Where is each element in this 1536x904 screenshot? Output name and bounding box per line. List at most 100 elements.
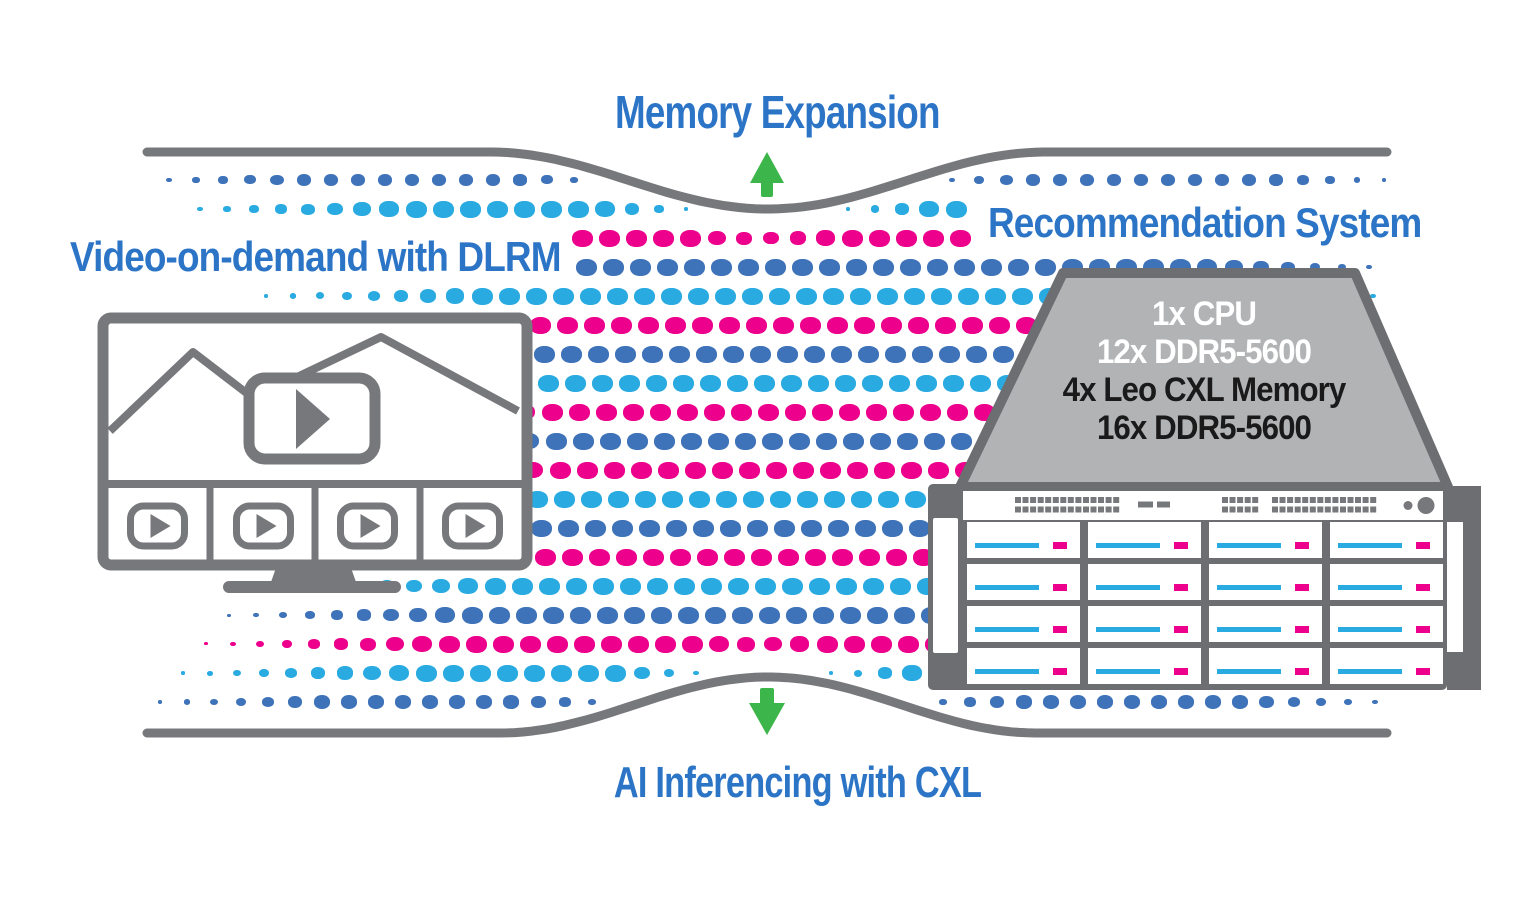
- card-cyan-bar: [1096, 669, 1160, 674]
- flow-dot: [310, 667, 326, 679]
- flow-dot: [1297, 175, 1309, 185]
- flow-dot: [1259, 695, 1275, 709]
- flow-dot: [754, 577, 776, 595]
- flow-dot: [919, 201, 939, 217]
- flow-dot: [700, 577, 722, 595]
- flow-dot: [576, 461, 598, 479]
- flow-dot: [823, 490, 845, 508]
- flow-dot: [471, 287, 493, 305]
- flow-dot: [885, 548, 907, 566]
- flow-dot: [714, 287, 736, 305]
- flow-dot: [1281, 261, 1295, 273]
- flow-dot: [629, 258, 651, 276]
- flow-dot: [377, 174, 393, 186]
- flow-dot: [1241, 174, 1257, 186]
- port-square: [1052, 506, 1059, 513]
- flow-dot: [730, 403, 752, 421]
- flow-dot: [180, 671, 186, 675]
- flow-dot: [623, 606, 645, 624]
- card-magenta-chip: [1174, 626, 1188, 633]
- flow-dot: [634, 490, 656, 508]
- card-cyan-bar: [975, 627, 1039, 632]
- flow-dot: [1011, 287, 1033, 305]
- flow-dot: [569, 606, 591, 624]
- flow-dot: [677, 606, 699, 624]
- flow-dot: [583, 316, 605, 334]
- flow-dot: [1069, 695, 1087, 709]
- flow-dot: [445, 288, 465, 304]
- flow-dot: [965, 345, 987, 363]
- flow-dot: [868, 229, 890, 247]
- port-square: [1045, 506, 1052, 513]
- flow-dot: [459, 200, 481, 218]
- flow-dot: [692, 519, 714, 537]
- flow-dot: [1337, 263, 1347, 271]
- flow-dot: [896, 432, 918, 450]
- flow-dot: [807, 374, 829, 392]
- flow-dot: [861, 374, 883, 392]
- flow-dot: [652, 229, 674, 247]
- flow-dot: [969, 374, 991, 392]
- port-square: [1294, 497, 1301, 503]
- flow-dot: [763, 231, 779, 245]
- flow-dot: [850, 490, 872, 508]
- flow-dot: [393, 290, 409, 303]
- flow-dot: [988, 316, 1010, 334]
- flow-dot: [897, 635, 919, 653]
- arrow-down-icon: [749, 688, 785, 735]
- port-square: [1279, 506, 1286, 513]
- flow-dot: [415, 664, 437, 682]
- flow-dot: [438, 635, 460, 653]
- port-square: [1340, 497, 1346, 503]
- flow-dot: [607, 490, 629, 508]
- flow-dot: [900, 461, 922, 479]
- flow-dot: [409, 607, 427, 623]
- flow-dot: [334, 638, 348, 650]
- flow-dot: [899, 258, 921, 276]
- flow-dot: [611, 519, 633, 537]
- flow-dot: [488, 606, 510, 624]
- port-square: [1294, 506, 1301, 513]
- flow-dot: [1372, 699, 1378, 705]
- port-square: [1113, 506, 1120, 513]
- flow-dot: [989, 696, 1005, 709]
- port-square: [1347, 506, 1354, 513]
- flow-dot: [465, 635, 487, 653]
- flow-dot: [785, 606, 807, 624]
- flow-dot: [949, 177, 955, 183]
- flow-dot: [822, 287, 844, 305]
- flow-dot: [475, 695, 493, 709]
- flow-dot: [230, 641, 236, 647]
- flow-dot: [340, 695, 358, 709]
- port-square: [1355, 497, 1361, 503]
- power-button: [1417, 497, 1435, 514]
- flow-dot: [541, 403, 563, 421]
- flow-dot: [765, 461, 787, 479]
- port-square: [1317, 497, 1324, 503]
- flow-dot: [406, 579, 422, 593]
- server-front-ports: [1015, 497, 1435, 514]
- flow-dot: [661, 490, 683, 508]
- card-cyan-bar: [1217, 585, 1281, 590]
- memory-card: [1330, 648, 1443, 684]
- flow-dot: [1034, 258, 1056, 276]
- flow-dot: [1106, 174, 1122, 186]
- flow-dot: [907, 316, 929, 334]
- flow-dot: [845, 258, 867, 276]
- flow-dot: [598, 229, 620, 247]
- flow-dot: [830, 345, 852, 363]
- flow-dot: [362, 665, 382, 681]
- flow-dot: [764, 636, 782, 652]
- flow-dot: [819, 461, 841, 479]
- flow-dot: [624, 203, 640, 215]
- card-magenta-chip: [1295, 626, 1309, 633]
- flow-dot: [799, 316, 821, 334]
- port-square: [1332, 497, 1339, 503]
- flow-dot: [776, 345, 798, 363]
- flow-dot: [707, 432, 729, 450]
- flow-dot: [790, 636, 810, 652]
- flow-dot: [831, 548, 853, 566]
- card-magenta-chip: [1416, 542, 1430, 549]
- flow-dot: [681, 635, 703, 653]
